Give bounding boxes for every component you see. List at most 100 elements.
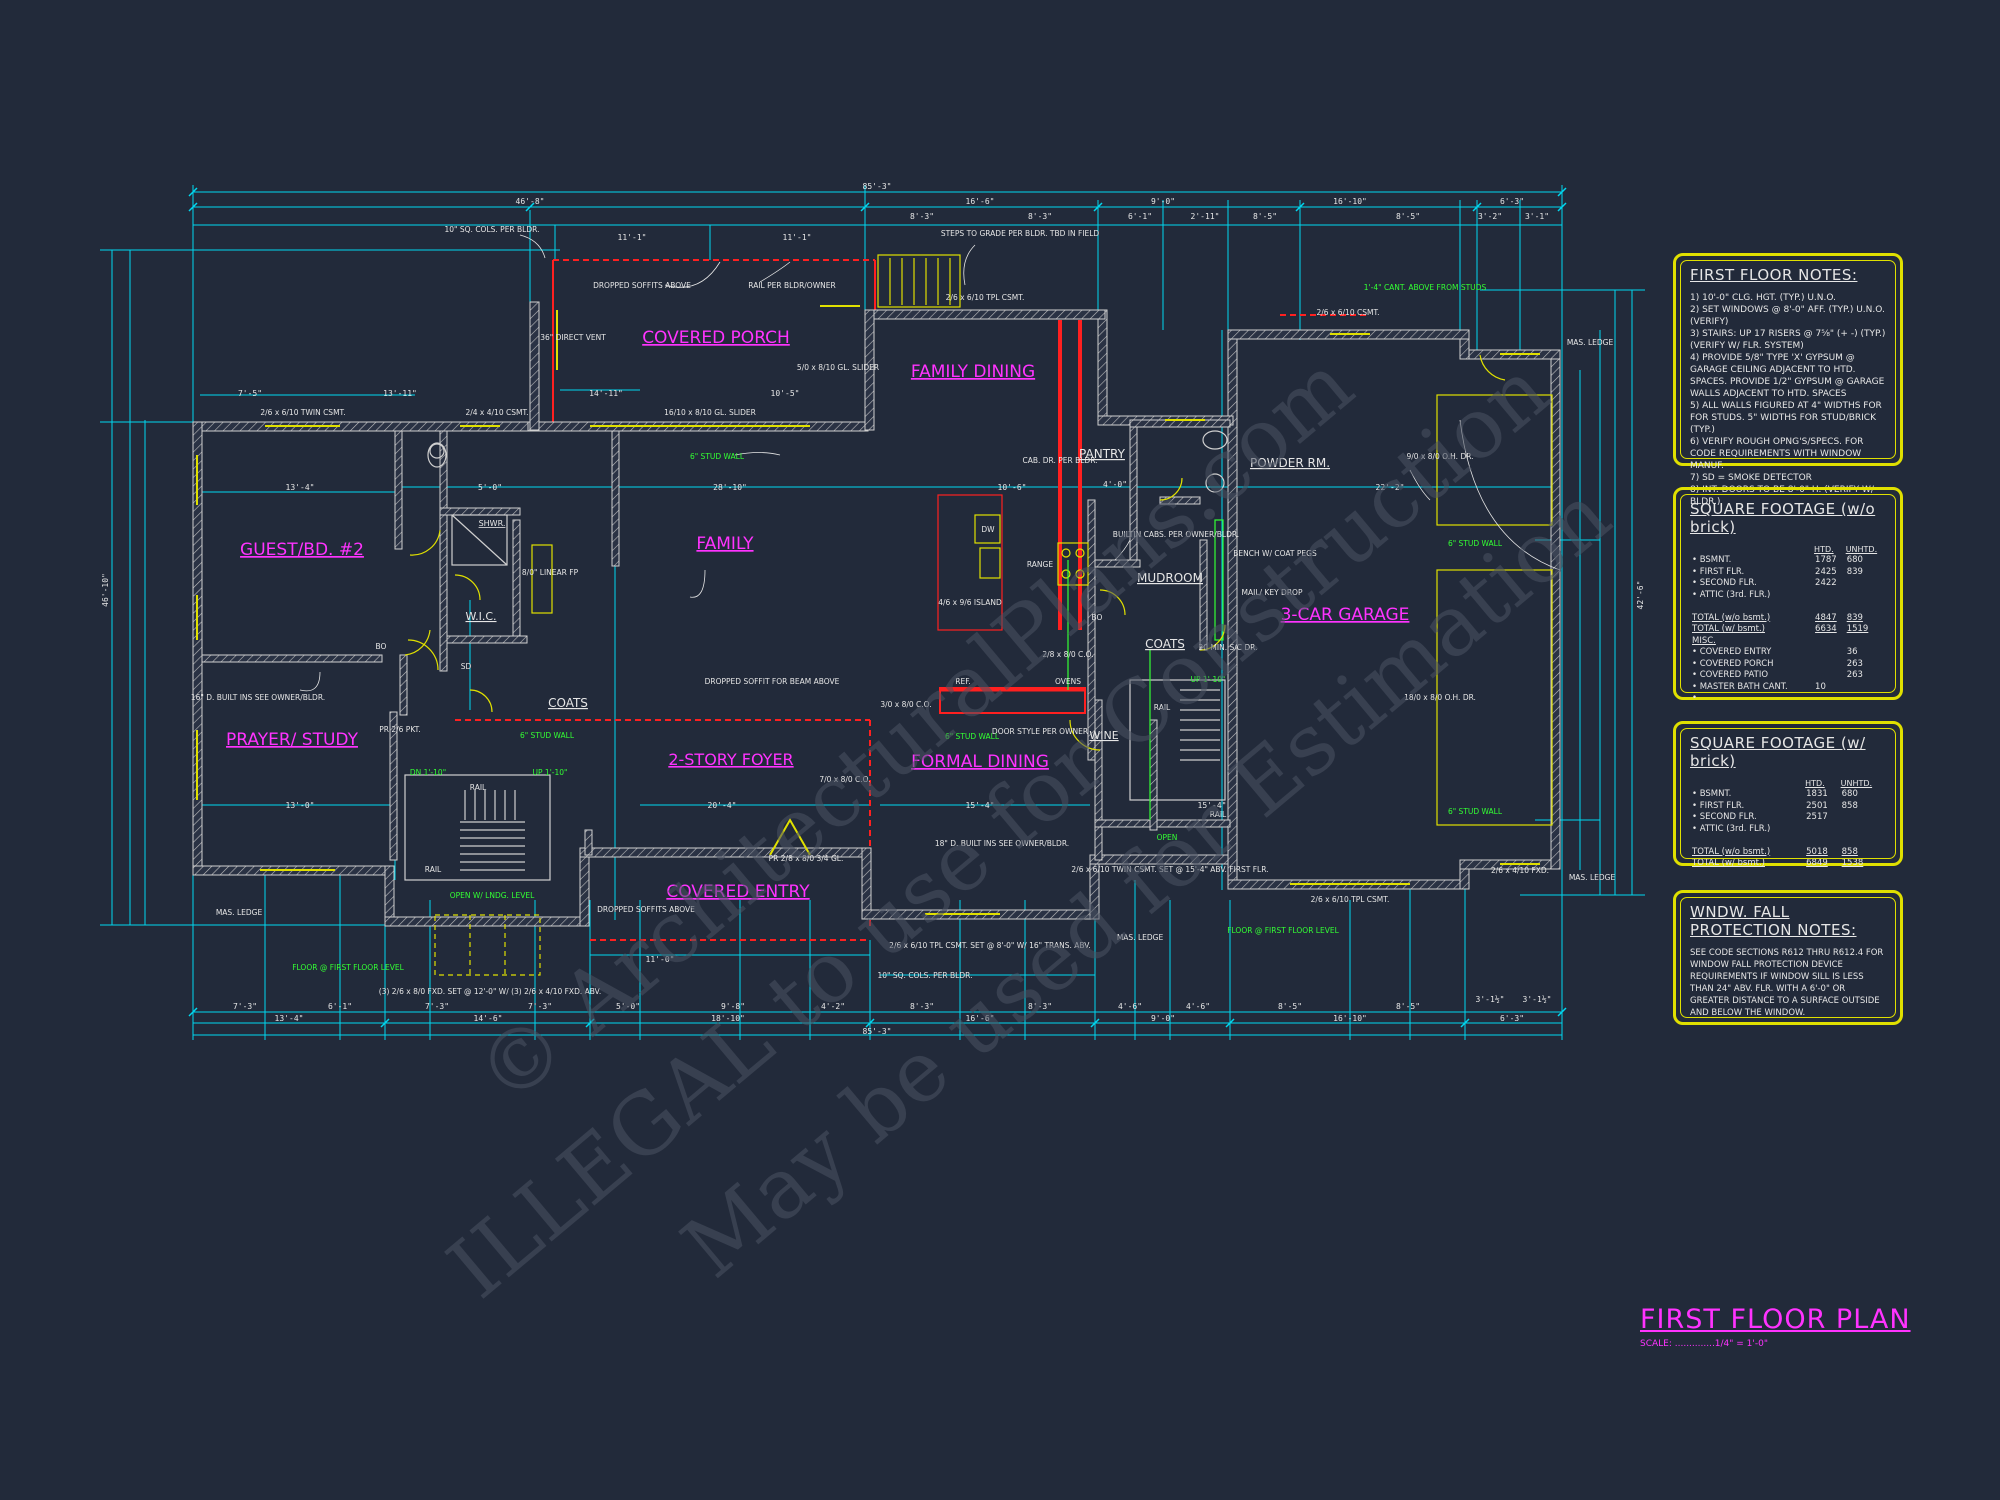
dim-int-2: 13'-0"	[286, 801, 315, 810]
note-builtins-dining: 18" D. BUILT INS SEE OWNER/BLDR.	[935, 839, 1069, 848]
room-wic: W.I.C.	[465, 610, 496, 623]
note-ref: REF.	[955, 677, 970, 686]
note-co-3: 7/0 x 8/0 C.O.	[819, 775, 870, 784]
dim-int-4: 28'-10"	[713, 483, 747, 492]
note-stud-wall-4: 6" STUD WALL	[1448, 539, 1503, 548]
note-pr-door: PR 2/8 x 8/0 3/4 GL.	[769, 854, 844, 863]
room-prayer-study: PRAYER/ STUDY	[226, 730, 359, 750]
note-rail-4: RAIL	[1210, 810, 1227, 819]
room-family-dining: FAMILY DINING	[911, 362, 1035, 382]
room-formal-dining: FORMAL DINING	[911, 752, 1049, 772]
note-rail-porch: RAIL PER BLDR/OWNER	[748, 281, 835, 290]
dim-bot-7: 6'-3"	[1500, 1014, 1524, 1023]
dim-int-10: 7'-5"	[238, 389, 262, 398]
note-mail: MAIL/ KEY DROP	[1242, 588, 1303, 597]
room-family: FAMILY	[696, 534, 754, 554]
sheet-title: FIRST FLOOR PLAN	[1640, 1304, 1911, 1335]
note-direct-vent: 36" DIRECT VENT	[540, 333, 606, 342]
note-item: 4) PROVIDE 5/8" TYPE 'X' GYPSUM @ GARAGE…	[1690, 353, 1885, 399]
dim-bot2-2: 6'-1"	[328, 1002, 352, 1011]
note-builtins-guest: 16" D. BUILT INS SEE OWNER/BLDR.	[191, 693, 325, 702]
note-up-stair: UP 1'-10"	[533, 768, 568, 777]
dim-int-14: 11'-0"	[646, 955, 675, 964]
table-row: • MASTER BATH CANT.10	[1692, 681, 1826, 692]
sqft-wo-title: SQUARE FOOTAGE (w/o brick)	[1690, 500, 1876, 536]
sqft-w-brick-panel: SQUARE FOOTAGE (w/ brick) HTD.UNHTD. • B…	[1673, 721, 1903, 868]
note-oh-dr-2: 18/0 x 8/0 O.H. DR.	[1404, 693, 1476, 702]
note-floor-level: FLOOR @ FIRST FLOOR LEVEL	[292, 963, 404, 972]
dim-bot2-12: 8'-5"	[1278, 1002, 1302, 1011]
table-row: • ATTIC (3rd. FLR.)	[1692, 589, 1771, 600]
note-twin-csmt-guest: 2/6 x 6/10 TWIN CSMT.	[260, 408, 345, 417]
dim-bot-2: 14'-6"	[474, 1014, 503, 1023]
note-gl-slider: 16/10 x 8/10 GL. SLIDER	[664, 408, 756, 417]
note-bo-1: BO	[376, 642, 387, 651]
annotations: 10" SQ. COLS. PER BLDR. DROPPED SOFFITS …	[191, 225, 1616, 996]
dim-bot2-5: 5'-0"	[616, 1002, 640, 1011]
dim-top-2: 16'-6"	[966, 197, 995, 206]
dim-int-5: 10'-6"	[998, 483, 1027, 492]
note-door-20min: 20 MIN. S/C DR.	[1198, 643, 1257, 652]
dim-top2-8: 8'-5"	[1396, 212, 1420, 221]
note-steps-grade: STEPS TO GRADE PER BLDR. TBD IN FIELD	[941, 229, 1100, 238]
dim-bot2-10: 4'-6"	[1118, 1002, 1142, 1011]
room-labels: COVERED PORCH FAMILY DINING GUEST/BD. #2…	[226, 328, 1409, 902]
dimension-text: 85'-3" 85'-3" 46'-10" 42'-6" 46'-8" 16'-…	[101, 182, 1645, 1036]
dim-bot-3: 18'-10"	[711, 1014, 745, 1023]
room-pantry: PANTRY	[1079, 447, 1126, 461]
note-twin-csmt-mud: 2/6 x 6/10 TWIN CSMT. SET @ 15'-4" ABV. …	[1071, 865, 1268, 874]
note-stud-wall: 6" STUD WALL	[690, 452, 745, 461]
col-unhtd: UNHTD.	[1845, 545, 1878, 554]
dim-top2-6: 2'-11"	[1191, 212, 1220, 221]
note-range: RANGE	[1027, 560, 1053, 569]
note-gl-slider-2: 5/0 x 8/10 GL. SLIDER	[797, 363, 879, 372]
note-ovens: OVENS	[1055, 677, 1081, 686]
window-fall-panel: WNDW. FALL PROTECTION NOTES: SEE CODE SE…	[1673, 890, 1903, 1025]
note-rail-3: RAIL	[1154, 703, 1171, 712]
dim-bot2-1: 7'-3"	[233, 1002, 257, 1011]
dim-top2-9: 3'-2"	[1478, 212, 1502, 221]
walls	[192, 301, 1561, 927]
dim-top2-7: 8'-5"	[1253, 212, 1277, 221]
note-co-2: 3/0 x 8/0 C.O.	[880, 700, 931, 709]
note-mas-ledge-4: MAS. LEDGE	[1117, 933, 1164, 942]
note-item: 3) STAIRS: UP 17 RISERS @ 7⅝" (+ -) (TYP…	[1690, 329, 1886, 351]
dim-top-5: 6'-3"	[1500, 197, 1524, 206]
note-open-landing: OPEN W/ LNDG. LEVEL	[450, 891, 535, 900]
note-co-1: 2/8 x 8/0 C.O.	[1042, 650, 1093, 659]
dim-left-total: 46'-10"	[101, 573, 110, 607]
note-open: OPEN	[1157, 833, 1178, 842]
dim-bot2-13: 8'-5"	[1396, 1002, 1420, 1011]
note-floor-level-2: FLOOR @ FIRST FLOOR LEVEL	[1227, 926, 1339, 935]
note-bench: BENCH W/ COAT PEGS	[1233, 549, 1317, 558]
dim-bot2-9: 8'-3"	[1028, 1002, 1052, 1011]
dim-top-4: 16'-10"	[1333, 197, 1367, 206]
note-oh-dr-1: 9/0 x 8/0 O.H. DR.	[1406, 452, 1473, 461]
dim-top2-4: 8'-3"	[1028, 212, 1052, 221]
dim-top-3: 9'-0"	[1151, 197, 1175, 206]
leader-lines	[299, 234, 1561, 692]
wfp-text: SEE CODE SECTIONS R612 THRU R612.4 FOR W…	[1690, 948, 1884, 1018]
sqft-wo-brick-panel: SQUARE FOOTAGE (w/o brick) HTD.UNHTD. • …	[1673, 487, 1903, 703]
table-row: •	[1692, 693, 1698, 703]
room-powder: POWDER RM.	[1250, 456, 1330, 470]
room-foyer: 2-STORY FOYER	[668, 750, 793, 769]
room-covered-porch: COVERED PORCH	[642, 328, 790, 348]
notes-list: 1) 10'-0" CLG. HGT. (TYP.) U.N.O. 2) SET…	[1690, 292, 1886, 508]
dim-bot2-7: 4'-2"	[821, 1002, 845, 1011]
room-guest: GUEST/BD. #2	[240, 540, 364, 560]
note-island: 4/6 x 9/6 ISLAND	[938, 598, 1002, 607]
room-covered-entry: COVERED ENTRY	[666, 882, 810, 902]
note-entry-cols: 10" SQ. COLS. PER BLDR.	[878, 971, 973, 980]
note-tpl-dining: 2/6 x 6/10 TPL CSMT. SET @ 8'-0" W/ 16" …	[889, 941, 1091, 950]
dim-top2-10: 3'-1"	[1525, 212, 1549, 221]
note-item: 8) INT. DOORS TO BE 8'-0" H. (VERIFY W/ …	[1690, 485, 1874, 507]
note-stud-wall-5: 6" STUD WALL	[1448, 807, 1503, 816]
